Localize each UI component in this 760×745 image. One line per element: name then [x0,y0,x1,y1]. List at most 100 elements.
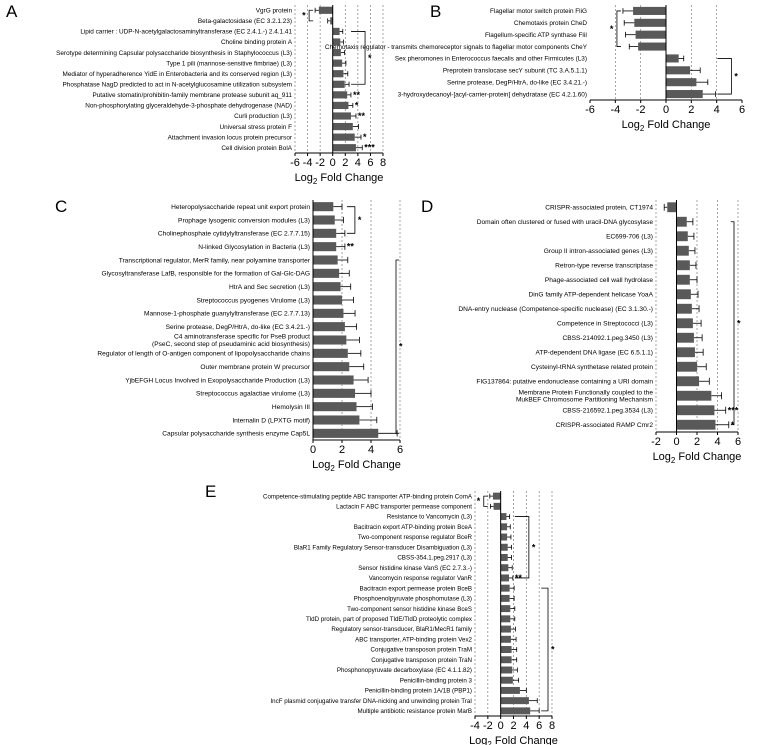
x-tick-label: 6 [367,157,373,169]
category-label: Lipid carrier : UDP-N-acetylgalactosamin… [80,29,292,36]
panel-letter: C [55,197,67,216]
bracket [717,58,732,95]
category-label: Streptococcus pyogenes Virulome (L3) [197,297,311,304]
bar [313,202,334,212]
bar [676,419,716,430]
x-tick-label: 0 [663,104,669,116]
bracket [730,221,735,426]
bar [313,428,379,438]
bracket [395,259,400,434]
bar [500,686,520,694]
panel-letter: B [430,2,441,21]
category-label: Cell division protein BolA [221,145,292,152]
bar [666,54,679,63]
bar [313,268,340,278]
category-label: Phosphonopyruvate decarboxylase (EC 4.1.… [337,667,472,674]
category-label: Competence-stimulating peptide ABC trans… [263,493,473,500]
bar [500,594,510,602]
bar [633,6,666,15]
category-label: DinG family ATP-dependent helicase YoaA [528,292,653,299]
bar [500,625,511,633]
category-label: Hemolysin III [272,404,310,411]
x-tick-label: -6 [585,104,595,116]
bar [332,38,341,46]
category-label: C4 aminotransferase specific for PseB pr… [152,334,310,348]
bar [332,122,353,131]
bar [313,228,337,238]
category-label: DNA-entry nuclease (Competence-specific … [458,306,653,313]
x-tick-label: 4 [368,444,374,456]
bracket-stars: * [551,645,555,655]
x-tick-label: 4 [714,436,720,448]
category-label: Beta-galactosidase (EC 3.2.1.23) [198,18,292,25]
bar [332,80,345,88]
bar [500,635,511,643]
x-axis-title: Log2 Fold Change [295,172,384,186]
category-label: Serine protease, DegP/HtrA, do-like (EC … [447,79,587,86]
bar [676,231,688,242]
category-label: Sensor histidine kinase VanS (EC 2.7.3.-… [358,565,472,572]
category-label-line: C4 aminotransferase specific for PseB pr… [174,334,310,341]
bar [676,405,715,416]
x-axis-title-rest: Fold Change [492,735,558,745]
bar [332,48,341,57]
category-label: Penicillin-binding protein 1A/1B (PBP1) [365,688,472,695]
bracket [616,10,621,47]
bar [332,59,343,67]
bar [313,295,342,305]
category-label: Flagellum-specific ATP synthase FliI [485,32,587,39]
category-label: VgrG protein [256,8,293,15]
x-axis-title-rest: Fold Change [675,451,741,463]
bracket [346,206,356,234]
bracket-stars: * [399,342,403,352]
category-label: Type 1 pili (mannose-sensitive fimbriae)… [166,60,292,67]
bar [500,513,507,521]
x-tick-label: 4 [523,720,529,732]
category-label: Conjugative transposon protein TraM [371,647,472,654]
significance-stars: * [363,132,367,142]
bar [313,388,356,398]
bar [676,376,700,387]
category-label: Membrane Protein Functionally coupled to… [516,389,654,403]
bar [313,375,354,385]
bar [500,605,511,613]
category-label: 3-hydroxydecanoyl-[acyl-carrier-protein]… [398,91,587,98]
category-label: Two-component response regulator BceR [358,534,473,541]
category-label: Two-component sensor histidine kinase Bc… [347,606,472,613]
category-label: YjbEFGH Locus Involved in Exopolysacchar… [125,377,310,384]
category-label: Vancomycin response regulator VanR [369,575,473,582]
category-label: EC699-706 (L3) [606,234,653,241]
x-axis-title-base: Log [653,451,671,463]
bracket-stars: * [358,215,362,225]
x-axis-title-rest: Fold Change [644,119,710,131]
x-axis-title-rest: Fold Change [317,172,383,184]
category-label: CBSS-214092.1.peg.3450 (L3) [562,335,653,342]
category-label: Competence in Streptococci (L3) [557,321,653,328]
x-tick-label: -2 [315,157,325,169]
x-tick-label: -2 [651,436,661,448]
bar [318,6,333,14]
category-label: Chemotaxis regulator - transmits chemore… [325,44,588,51]
category-label: Retron-type reverse transcriptase [555,263,653,270]
bar [332,144,356,152]
bar [666,66,691,75]
bracket-stars: * [610,24,614,34]
x-axis-title: Log2 Fold Change [622,119,711,133]
category-label: CBSS-354.1.peg.2917 (L3) [397,555,472,562]
bar [676,332,694,343]
bar [500,697,529,705]
category-label: ATP-dependent DNA ligase (EC 6.5.1.1) [535,350,653,357]
bar [500,533,508,541]
x-tick-label: 8 [549,720,555,732]
bar [666,78,697,87]
category-label: Penicillin-binding protein 3 [400,677,473,684]
panel-letter: A [6,2,18,21]
bar [313,282,341,292]
category-label: Curli production (L3) [234,113,292,120]
category-label: Serine protease, DegP/HtrA, do-like (EC … [166,324,310,331]
category-label: Internalin D (LPXTG motif) [232,417,310,424]
bar [313,215,335,225]
